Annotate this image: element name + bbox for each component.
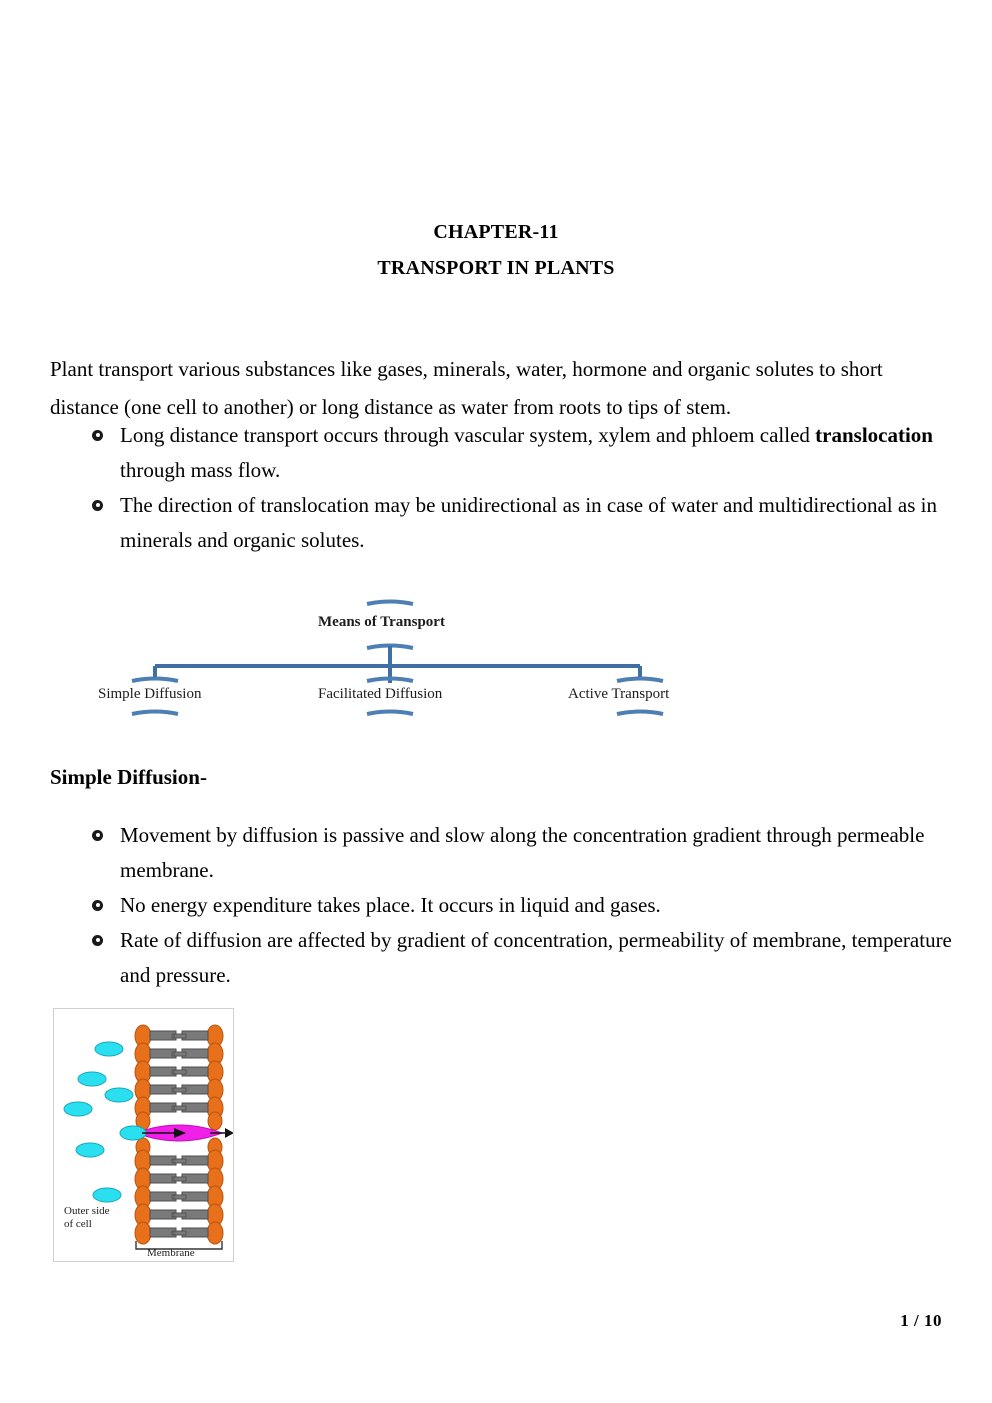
arc-above-root [366, 599, 414, 606]
fisheye-bullet-icon [92, 500, 103, 511]
page-number-footer: 1 / 10 [900, 1311, 942, 1330]
title-line-subject: TRANSPORT IN PLANTS [377, 257, 615, 279]
figure-label-outer-line2: of cell [64, 1218, 92, 1230]
exit-arrow-head [225, 1128, 233, 1138]
transport-bullet-list: Long distance transport occurs through v… [88, 418, 958, 558]
page-title: CHAPTER-11 TRANSPORT IN PLANTS [0, 214, 992, 286]
tree-leaf-label-active-transport: Active Transport [568, 686, 670, 702]
intro-paragraph: Plant transport various substances like … [50, 357, 883, 419]
fisheye-bullet-icon [92, 830, 103, 841]
membrane-diffusion-figure: Outer side of cell Membrane [53, 1008, 234, 1262]
arc-below-leaf-1 [366, 709, 414, 716]
channel-protein [119, 1111, 233, 1157]
list-item: The direction of translocation may be un… [88, 488, 958, 558]
figure-label-membrane: Membrane [147, 1247, 195, 1259]
membrane-figure-svg [63, 1024, 233, 1250]
particle [75, 1142, 105, 1158]
fisheye-bullet-icon [92, 935, 103, 946]
tree-diagram-svg [131, 599, 664, 716]
particle [104, 1087, 134, 1103]
diffusing-particles [63, 1041, 134, 1203]
transport-arrow-head [174, 1128, 186, 1138]
tree-leaf-label-facilitated-diffusion: Facilitated Diffusion [318, 686, 443, 702]
means-of-transport-diagram: Means of Transport Simple Diffusion Faci… [80, 588, 720, 728]
fisheye-bullet-icon [92, 430, 103, 441]
list-item: Long distance transport occurs through v… [88, 418, 958, 488]
bilayer-top [134, 1024, 224, 1120]
simple-diffusion-bullet-list: Movement by diffusion is passive and slo… [88, 818, 958, 993]
arc-above-leaf-1 [366, 676, 414, 683]
list-item: No energy expenditure takes place. It oc… [88, 888, 958, 923]
arc-above-leaf-2 [616, 676, 664, 683]
bullet-text-lead: Rate of diffusion are affected by gradie… [120, 928, 952, 987]
tree-leaf-label-simple-diffusion: Simple Diffusion [98, 686, 202, 702]
particle [77, 1071, 107, 1087]
tree-root-label: Means of Transport [318, 614, 445, 630]
fisheye-bullet-icon [92, 900, 103, 911]
section-heading-simple-diffusion: Simple Diffusion- [50, 765, 207, 789]
particle [63, 1101, 93, 1117]
bilayer-bottom [134, 1149, 224, 1245]
list-item: Rate of diffusion are affected by gradie… [88, 923, 958, 993]
bullet-text-lead: The direction of translocation may be un… [120, 493, 937, 552]
arc-above-leaf-0 [131, 676, 179, 683]
title-line-chapter: CHAPTER-11 [433, 221, 559, 243]
bullet-text-lead: Movement by diffusion is passive and slo… [120, 823, 925, 882]
list-item: Movement by diffusion is passive and slo… [88, 818, 958, 888]
membrane-bracket [135, 1241, 223, 1250]
arc-below-root [366, 643, 414, 650]
particle [92, 1187, 122, 1203]
bullet-text-tail: through mass flow. [120, 458, 281, 482]
figure-label-outer-side: Outer side of cell [64, 1205, 110, 1231]
bullet-text-lead: No energy expenditure takes place. It oc… [120, 893, 661, 917]
bullet-text-bold: translocation [815, 423, 933, 447]
figure-label-outer-line1: Outer side [64, 1205, 110, 1217]
arc-below-leaf-0 [131, 709, 179, 716]
particle [94, 1041, 124, 1057]
bullet-text-lead: Long distance transport occurs through v… [120, 423, 816, 447]
arc-below-leaf-2 [616, 709, 664, 716]
